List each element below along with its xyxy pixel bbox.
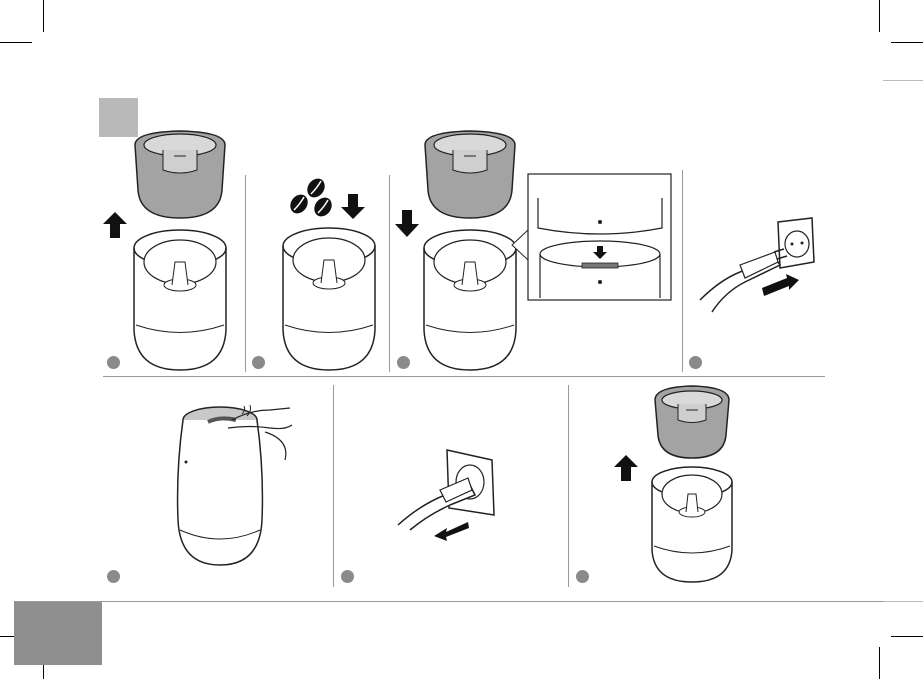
remove-lid-after-illustration bbox=[0, 0, 923, 679]
